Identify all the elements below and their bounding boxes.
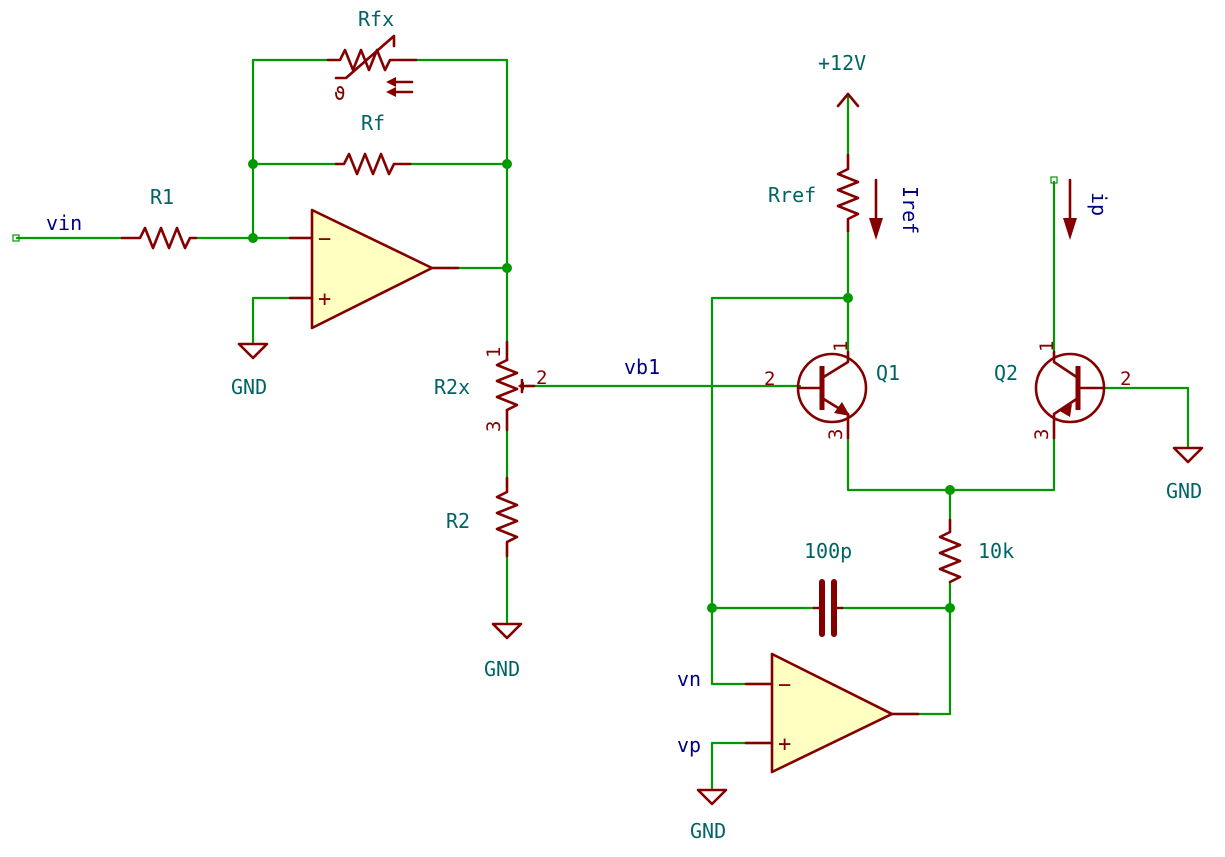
opamp-1-plus-sign: +: [318, 287, 331, 312]
capacitor-100p: [812, 579, 844, 637]
net-label-vb1: vb1: [624, 355, 660, 379]
label-r1: R1: [150, 185, 174, 209]
label-gnd: GND: [231, 375, 267, 399]
resistor-r2: [495, 476, 519, 558]
transistor-q2: [1034, 350, 1106, 440]
pin-number-q1-3: 3: [825, 429, 847, 440]
label-gnd: GND: [1166, 479, 1202, 503]
wires: [15, 58, 1190, 790]
pin-number-q1-2: 2: [764, 368, 775, 390]
thermistor-symbol: ϑ: [334, 83, 345, 105]
gnd-symbol: [1172, 446, 1204, 464]
opamp-1-minus-sign: −: [318, 227, 331, 252]
junction-dot: [945, 603, 955, 613]
label-q2: Q2: [994, 361, 1018, 385]
wire-q1c-vn: [710, 296, 850, 686]
junction-dot: [843, 293, 853, 303]
label-vcc: +12V: [818, 51, 866, 75]
power-symbol-12v: [836, 92, 860, 108]
junctions: [248, 159, 955, 613]
net-label-vin: vin: [46, 211, 82, 235]
pin-number-pot-3: 3: [483, 421, 505, 432]
potentiometer-r2x: [495, 340, 536, 432]
wire-q2b-gnd: [1102, 386, 1190, 448]
label-q1: Q1: [876, 361, 900, 385]
junction-dot: [707, 603, 717, 613]
label-rfx: Rfx: [358, 7, 394, 31]
label-10k: 10k: [978, 539, 1014, 563]
label-gnd: GND: [690, 819, 726, 843]
junction-dot: [248, 233, 258, 243]
opamp-2-minus-sign: −: [778, 673, 791, 698]
current-arrow-iref: [869, 178, 883, 240]
pin-number-pot-1: 1: [483, 347, 505, 358]
gnd-symbol: [696, 788, 728, 806]
current-arrow-ip: [1063, 178, 1077, 240]
wire-emitters: [846, 436, 1056, 492]
resistor-10k: [938, 518, 962, 584]
pin-number-q2-3: 3: [1031, 429, 1053, 440]
junction-dot: [248, 159, 258, 169]
opamp-2-plus-sign: +: [778, 732, 791, 757]
port-vin: [12, 234, 20, 242]
gnd-symbols: [237, 342, 1204, 806]
junction-dot: [945, 485, 955, 495]
net-label-vp: vp: [677, 733, 701, 757]
junction-dot: [502, 159, 512, 169]
pin-number-q1-1: 1: [830, 341, 852, 352]
net-label-iref: Iref: [898, 186, 922, 234]
net-label-ip: ip: [1087, 192, 1111, 216]
opamp-2: [770, 652, 894, 774]
junction-dot: [502, 263, 512, 273]
label-r2x: R2x: [434, 375, 470, 399]
port-ip: [1050, 176, 1058, 184]
label-r2: R2: [446, 509, 470, 533]
resistor-r1: [120, 226, 198, 250]
label-capacitor: 100p: [804, 539, 852, 563]
pin-number-q2-2: 2: [1120, 368, 1131, 390]
thermistor-rfx: [326, 34, 418, 97]
resistor-rf: [334, 152, 412, 176]
gnd-symbol: [237, 342, 269, 360]
pin-number-pot-2: 2: [536, 367, 547, 389]
wire-opamp1-plus-gnd: [251, 296, 314, 344]
gnd-symbol: [491, 622, 523, 640]
resistor-rref: [836, 153, 860, 233]
label-gnd: GND: [484, 657, 520, 681]
pin-number-q2-1: 1: [1036, 341, 1058, 352]
opamp-1: [310, 208, 434, 330]
wire-opamp2-plus-gnd: [710, 741, 772, 790]
net-label-vn: vn: [677, 667, 701, 691]
transistor-q1: [796, 350, 868, 440]
label-rref: Rref: [768, 183, 816, 207]
label-rf: Rf: [361, 111, 385, 135]
